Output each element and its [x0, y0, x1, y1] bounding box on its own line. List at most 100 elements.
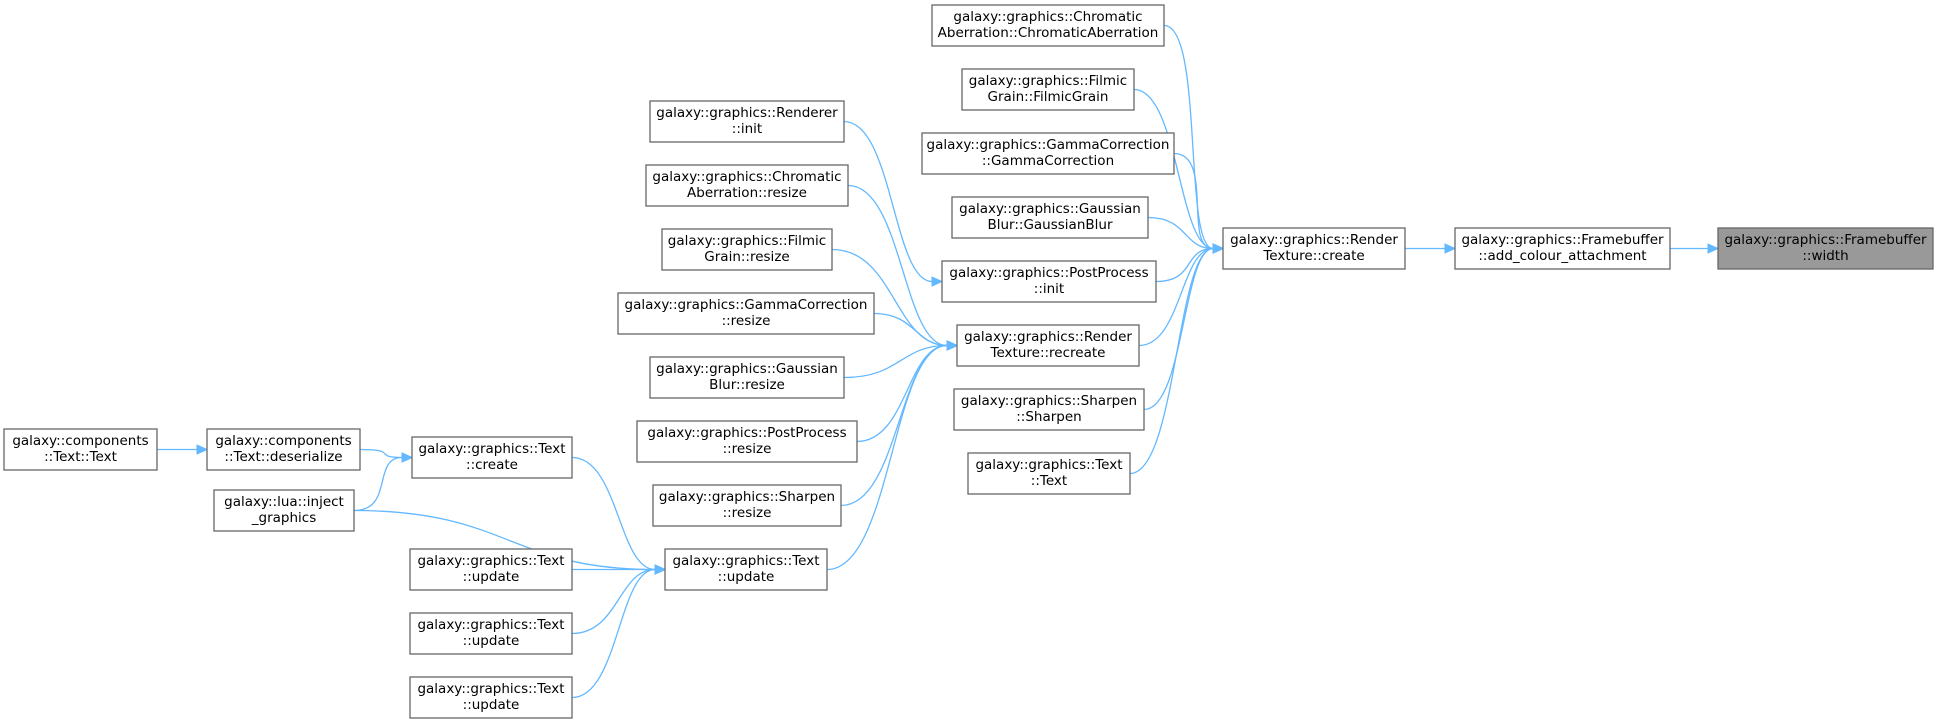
- node-box[interactable]: [1454, 227, 1671, 270]
- node-textupdate[interactable]: galaxy::graphics::Text::update: [664, 548, 828, 591]
- node-box[interactable]: [617, 292, 875, 335]
- node-gamma[interactable]: galaxy::graphics::GammaCorrection::Gamma…: [921, 132, 1175, 175]
- node-compdeser[interactable]: galaxy::components::Text::deserialize: [206, 428, 361, 471]
- node-label-line-1: galaxy::graphics::Filmic: [668, 233, 826, 249]
- node-box[interactable]: [409, 676, 573, 719]
- node-label-line-2: ::GammaCorrection: [982, 153, 1114, 169]
- edge-n_filmic-to-n_rtcreate: [1133, 88, 1214, 250]
- node-label-line-1: galaxy::graphics::Text: [417, 617, 564, 633]
- node-label-line-1: galaxy::graphics::Text: [975, 457, 1122, 473]
- node-label-line-1: galaxy::graphics::Text: [417, 553, 564, 569]
- node-label-line-1: galaxy::graphics::PostProcess: [949, 265, 1148, 281]
- node-layer: galaxy::graphics::Framebuffer::widthgala…: [3, 4, 1934, 719]
- node-box[interactable]: [921, 132, 1175, 175]
- edge-n_compdeser-to-n_textcreate: [359, 448, 403, 459]
- node-label-line-1: galaxy::graphics::Gaussian: [959, 201, 1141, 217]
- node-label-line-2: ::create: [466, 457, 518, 473]
- node-box[interactable]: [206, 428, 361, 471]
- node-label-line-2: Grain::resize: [704, 249, 789, 265]
- node-label-line-2: ::update: [463, 697, 520, 713]
- node-rendinit[interactable]: galaxy::graphics::Renderer::init: [649, 100, 845, 143]
- node-sharpen[interactable]: galaxy::graphics::Sharpen::Sharpen: [953, 388, 1145, 431]
- node-label-line-2: Texture::recreate: [990, 345, 1106, 361]
- node-chromatic[interactable]: galaxy::graphics::ChromaticAberration::C…: [931, 4, 1165, 47]
- node-comptext[interactable]: galaxy::components::Text::Text: [3, 428, 158, 471]
- node-box[interactable]: [213, 489, 355, 532]
- node-chromresize[interactable]: galaxy::graphics::ChromaticAberration::r…: [645, 164, 849, 207]
- node-box[interactable]: [931, 4, 1165, 47]
- node-recreate[interactable]: galaxy::graphics::RenderTexture::recreat…: [956, 324, 1140, 367]
- edge-n_chromresize-to-n_recreate: [847, 184, 948, 347]
- node-label-line-1: galaxy::graphics::Sharpen: [961, 393, 1137, 409]
- node-box[interactable]: [967, 452, 1131, 495]
- node-label-line-2: ::resize: [723, 505, 772, 521]
- node-upd3[interactable]: galaxy::graphics::Text::update: [409, 676, 573, 719]
- node-label-line-1: galaxy::graphics::Chromatic: [652, 169, 841, 185]
- node-label-line-2: ::init: [732, 121, 762, 137]
- node-target[interactable]: galaxy::graphics::Framebuffer::width: [1717, 227, 1934, 270]
- node-label-line-1: galaxy::graphics::Framebuffer: [1724, 232, 1927, 248]
- node-label-line-2: ::update: [718, 569, 775, 585]
- node-label-line-1: galaxy::graphics::Filmic: [969, 73, 1127, 89]
- node-addcolour[interactable]: galaxy::graphics::Framebuffer::add_colou…: [1454, 227, 1671, 270]
- node-label-line-2: ::width: [1802, 248, 1848, 264]
- node-box[interactable]: [409, 612, 573, 655]
- node-label-line-2: Grain::FilmicGrain: [988, 89, 1109, 105]
- edge-n_ppinit-to-n_rtcreate: [1155, 247, 1214, 283]
- node-luainject[interactable]: galaxy::lua::inject_graphics: [213, 489, 355, 532]
- node-box[interactable]: [961, 68, 1135, 111]
- node-box[interactable]: [645, 164, 849, 207]
- edge-n_gammaresize-to-n_recreate: [873, 312, 948, 347]
- node-label-line-1: galaxy::graphics::Framebuffer: [1461, 232, 1664, 248]
- node-ppresize[interactable]: galaxy::graphics::PostProcess::resize: [636, 420, 858, 463]
- node-label-line-1: galaxy::graphics::Render: [1230, 232, 1398, 248]
- node-sharpresize[interactable]: galaxy::graphics::Sharpen::resize: [652, 484, 842, 527]
- node-gaussresize[interactable]: galaxy::graphics::GaussianBlur::resize: [649, 356, 845, 399]
- node-filmresize[interactable]: galaxy::graphics::FilmicGrain::resize: [661, 228, 833, 271]
- node-box[interactable]: [941, 260, 1157, 303]
- node-box[interactable]: [649, 100, 845, 143]
- node-gammaresize[interactable]: galaxy::graphics::GammaCorrection::resiz…: [617, 292, 875, 335]
- node-label-line-2: ::Text: [1031, 473, 1067, 489]
- node-box[interactable]: [951, 196, 1149, 239]
- node-gaussian[interactable]: galaxy::graphics::GaussianBlur::Gaussian…: [951, 196, 1149, 239]
- node-box[interactable]: [956, 324, 1140, 367]
- arrowhead-n_rendinit-to-n_ppinit: [931, 276, 944, 287]
- arrowhead-n_comptext-to-n_compdeser: [196, 444, 209, 455]
- edge-n_chromatic-to-n_rtcreate: [1163, 24, 1214, 250]
- edge-n_rendinit-to-n_ppinit: [843, 120, 933, 283]
- node-label-line-1: galaxy::graphics::GammaCorrection: [625, 297, 868, 313]
- node-filmic[interactable]: galaxy::graphics::FilmicGrain::FilmicGra…: [961, 68, 1135, 111]
- node-box[interactable]: [649, 356, 845, 399]
- node-box[interactable]: [636, 420, 858, 463]
- node-box[interactable]: [1222, 227, 1406, 270]
- node-upd2[interactable]: galaxy::graphics::Text::update: [409, 612, 573, 655]
- edge-n_text-to-n_rtcreate: [1129, 247, 1214, 475]
- node-box[interactable]: [664, 548, 828, 591]
- node-box[interactable]: [1717, 227, 1934, 270]
- node-ppinit[interactable]: galaxy::graphics::PostProcess::init: [941, 260, 1157, 303]
- node-box[interactable]: [652, 484, 842, 527]
- edge-n_gamma-to-n_rtcreate: [1173, 152, 1214, 250]
- node-box[interactable]: [661, 228, 833, 271]
- node-box[interactable]: [953, 388, 1145, 431]
- node-upd1[interactable]: galaxy::graphics::Text::update: [409, 548, 573, 591]
- node-label-line-2: Blur::GaussianBlur: [987, 217, 1112, 233]
- node-box[interactable]: [409, 548, 573, 591]
- node-label-line-1: galaxy::components: [215, 433, 351, 449]
- node-label-line-2: Aberration::ChromaticAberration: [938, 25, 1159, 41]
- node-box[interactable]: [3, 428, 158, 471]
- arrowhead-n_addcolour-to-n_target: [1707, 243, 1720, 254]
- node-textcreate[interactable]: galaxy::graphics::Text::create: [411, 436, 573, 479]
- node-label-line-2: Blur::resize: [709, 377, 785, 393]
- node-box[interactable]: [411, 436, 573, 479]
- node-label-line-2: ::update: [463, 633, 520, 649]
- arrowhead-n_rtcreate-to-n_addcolour: [1444, 243, 1457, 254]
- node-label-line-2: Aberration::resize: [687, 185, 807, 201]
- node-text[interactable]: galaxy::graphics::Text::Text: [967, 452, 1131, 495]
- node-label-line-2: ::init: [1034, 281, 1064, 297]
- node-label-line-2: _graphics: [251, 510, 316, 526]
- edge-n_gaussresize-to-n_recreate: [843, 344, 948, 379]
- node-label-line-1: galaxy::graphics::Gaussian: [656, 361, 838, 377]
